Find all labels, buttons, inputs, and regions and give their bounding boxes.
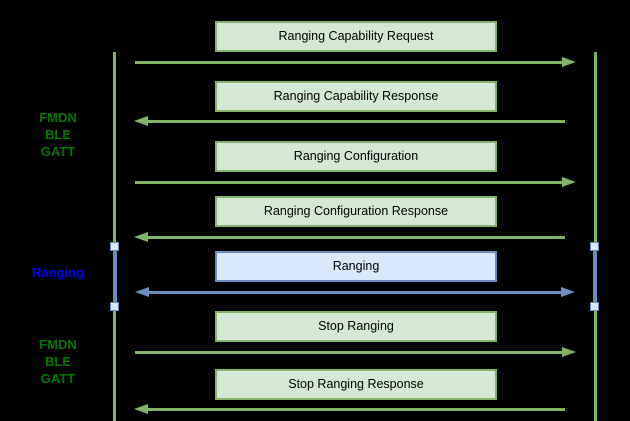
arrow-stop-ranging-response [148, 408, 565, 411]
activation-endpoint-square [590, 242, 599, 251]
message-label: Stop Ranging Response [288, 377, 424, 391]
arrowhead-right-icon [562, 177, 576, 187]
arrow-ranging [149, 291, 561, 294]
message-label: Ranging Configuration Response [263, 204, 449, 218]
phase-label-line: FMDN [39, 337, 77, 352]
arrow-ranging-configuration-response [148, 236, 565, 239]
arrow-ranging-capability-response [148, 120, 565, 123]
lifeline-left [112, 52, 116, 421]
arrow-stop-ranging [135, 351, 562, 354]
message-label: Ranging Capability Response [273, 89, 439, 103]
message-box-ranging-configuration: Ranging Configuration [215, 141, 497, 172]
message-box-stop-ranging: Stop Ranging [215, 311, 497, 342]
arrowhead-left-icon [135, 287, 149, 297]
message-box-ranging: Ranging [215, 251, 497, 282]
message-box-ranging-capability-request: Ranging Capability Request [215, 21, 497, 52]
arrowhead-right-icon [562, 57, 576, 67]
message-label: Ranging Capability Request [278, 29, 434, 43]
message-box-ranging-capability-response: Ranging Capability Response [215, 81, 497, 112]
activation-endpoint-square [109, 302, 119, 311]
message-box-stop-ranging-response: Stop Ranging Response [215, 369, 497, 400]
message-box-ranging-configuration-response: Ranging Configuration Response [215, 196, 497, 227]
phase-label-fmdn-ble-gatt-top: FMDN BLE GATT [8, 109, 108, 160]
arrow-ranging-configuration [135, 181, 562, 184]
phase-label-line: FMDN [39, 110, 77, 125]
message-label: Stop Ranging [318, 319, 394, 333]
message-label: Ranging [332, 259, 380, 273]
arrowhead-left-icon [134, 232, 148, 242]
message-label: Ranging Configuration [293, 149, 419, 163]
phase-label-fmdn-ble-gatt-bottom: FMDN BLE GATT [8, 336, 108, 387]
arrowhead-left-icon [134, 116, 148, 126]
arrowhead-right-icon [562, 347, 576, 357]
phase-label-line: BLE [45, 127, 71, 142]
arrow-ranging-capability-request [135, 61, 562, 64]
arrowhead-right-icon [561, 287, 575, 297]
phase-label-line: BLE [45, 354, 71, 369]
arrowhead-left-icon [134, 404, 148, 414]
activation-endpoint-square [109, 242, 119, 251]
activation-bar-left [112, 250, 117, 304]
phase-label-line: Ranging [32, 265, 84, 280]
activation-endpoint-square [590, 302, 599, 311]
phase-label-line: GATT [40, 371, 76, 386]
activation-bar-right [593, 250, 597, 304]
phase-label-ranging: Ranging [8, 264, 108, 281]
lifeline-right [593, 52, 597, 421]
phase-label-line: GATT [40, 144, 76, 159]
